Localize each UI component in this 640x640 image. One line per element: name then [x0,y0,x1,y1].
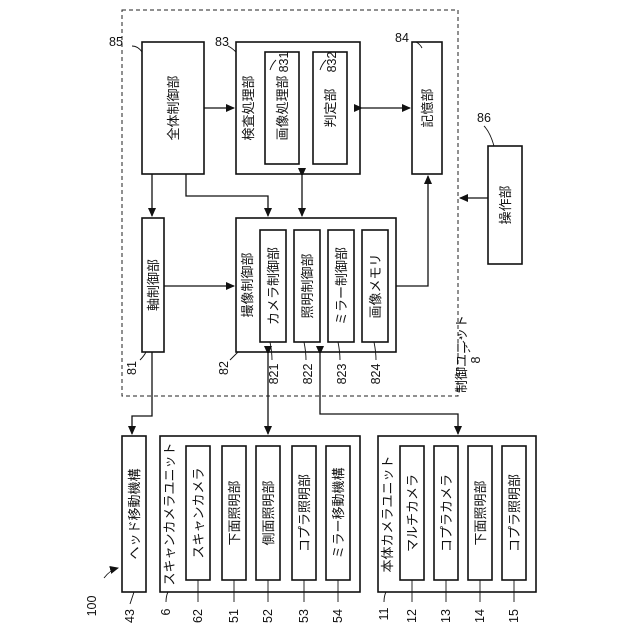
ref-6: 6 [159,608,173,615]
ref-81: 81 [125,361,139,375]
scan-camera-unit-label: スキャンカメラユニット [163,442,178,585]
lighting-control-label: 照明制御部 [301,253,316,318]
leader-81 [140,352,146,360]
ref-82: 82 [217,361,231,375]
ref-14: 14 [473,609,487,623]
ref-831: 831 [277,52,291,73]
axis-control-label: 軸制御部 [147,259,162,311]
body-lower-lighting-label: 下面照明部 [474,480,489,545]
ref-84: 84 [395,31,409,45]
ref-11: 11 [377,607,391,620]
coplanar-camera-label: コプラカメラ [440,474,455,552]
ref-832: 832 [325,52,339,73]
imaging-to-storage-arrow [396,176,428,286]
mirror-control-label: ミラー制御部 [335,247,350,325]
image-processing-label: 画像処理部 [276,75,291,140]
ref-822: 822 [301,364,315,385]
ref-100: 100 [85,596,99,617]
body-coplanar-lighting-label: コプラ照明部 [508,474,523,552]
ref-821: 821 [267,364,281,385]
leader-83 [228,46,236,52]
side-lighting-label: 側面照明部 [262,480,277,545]
image-memory-label: 画像メモリ [369,253,384,318]
ref-824: 824 [369,364,383,385]
leader-82 [230,352,238,360]
leader-100 [104,568,118,578]
multi-camera-label: マルチカメラ [406,474,421,552]
ref-85: 85 [109,35,123,49]
inspection-processing-label: 検査処理部 [242,75,257,140]
scan-camera-label: スキャンカメラ [192,467,207,558]
ref-12: 12 [405,609,419,623]
ref-15: 15 [507,609,521,623]
leader-43 [130,592,134,604]
imaging-control-label: 撮像制御部 [240,252,256,317]
mirror-moving-label: ミラー移動機構 [332,467,347,558]
control-unit-label: 制御ユニット [455,315,470,393]
ref-86: 86 [477,111,491,125]
ref-52: 52 [261,609,275,623]
ref-62: 62 [191,609,205,623]
camera-control-label: カメラ制御部 [267,247,282,325]
leader-6 [166,592,168,602]
ref-823: 823 [335,364,349,385]
lower-lighting-label: 下面照明部 [228,480,243,545]
storage-label: 記憶部 [420,88,436,127]
head-moving-label: ヘッド移動機構 [128,468,143,559]
coplanar-lighting-label: コプラ照明部 [298,474,313,552]
ref-51: 51 [227,609,241,623]
ref-43: 43 [123,609,137,623]
leader-85 [132,46,142,52]
judgment-label: 判定部 [324,88,339,127]
leader-11 [384,592,386,602]
ref-53: 53 [297,609,311,623]
ref-8: 8 [469,356,483,363]
ref-13: 13 [439,609,453,623]
leader-86 [484,126,494,146]
body-camera-unit-label: 本体カメラユニット [381,455,396,572]
overall-control-label: 全体制御部 [166,75,182,140]
overall-to-imaging-arrow [186,174,268,216]
ref-54: 54 [331,609,345,623]
operation-label: 操作部 [498,185,514,224]
ref-83: 83 [215,35,229,49]
